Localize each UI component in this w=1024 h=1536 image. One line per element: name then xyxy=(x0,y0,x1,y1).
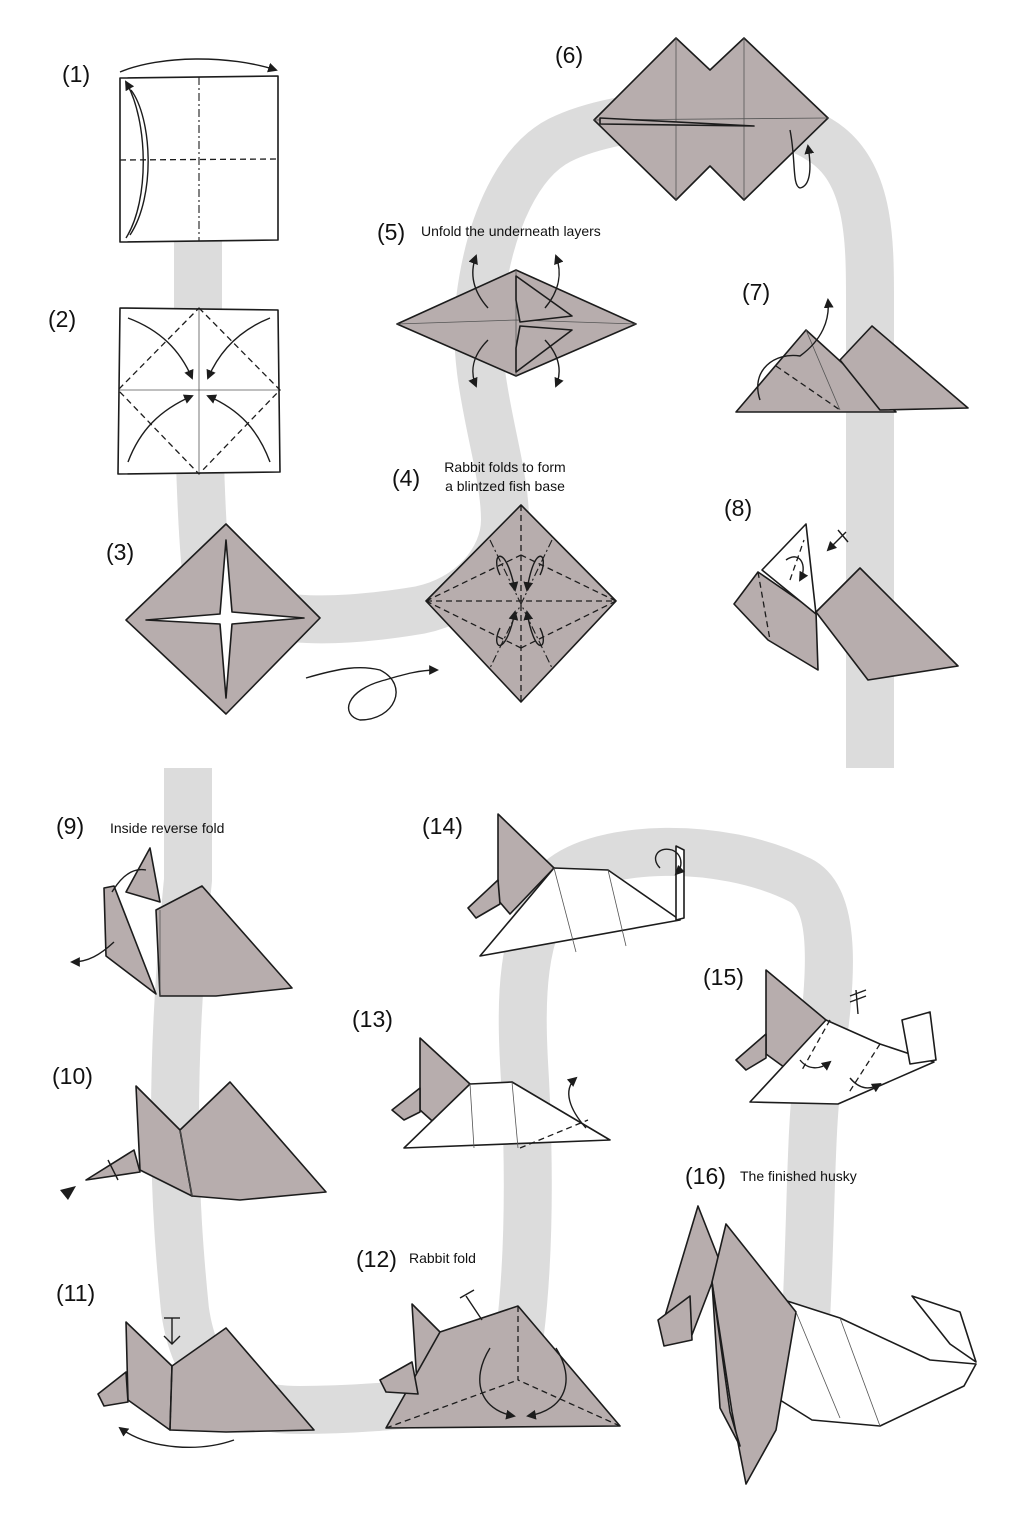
step-16-number: (16) xyxy=(685,1163,726,1189)
step-13-figure xyxy=(391,1037,611,1149)
step-9-caption: Inside reverse fold xyxy=(110,820,224,836)
step-7-figure xyxy=(735,298,969,413)
step-5-number: (5) xyxy=(377,219,405,245)
step-1-figure xyxy=(119,58,279,243)
step-2-figure xyxy=(117,307,281,475)
step-16-figure xyxy=(657,1205,977,1485)
step-10-figure xyxy=(60,1081,327,1201)
step-10-number: (10) xyxy=(52,1063,93,1089)
step-15-figure xyxy=(735,969,937,1105)
step-9-number: (9) xyxy=(56,813,84,839)
step-8-number: (8) xyxy=(724,495,752,521)
step-7-number: (7) xyxy=(742,279,770,305)
path-band-bottom xyxy=(151,768,853,1434)
step-4-caption-line-1: Rabbit folds to form xyxy=(444,459,565,475)
step-12-caption: Rabbit fold xyxy=(409,1250,476,1266)
step-14-number: (14) xyxy=(422,813,463,839)
step-5-caption: Unfold the underneath layers xyxy=(421,223,601,239)
step-15-number: (15) xyxy=(703,964,744,990)
step-12-figure xyxy=(379,1289,621,1429)
step-14-figure xyxy=(467,813,686,957)
step-11-number: (11) xyxy=(56,1280,95,1306)
step-9-figure xyxy=(70,847,293,997)
step-16-caption: The finished husky xyxy=(740,1168,857,1184)
step-4-figure xyxy=(425,504,617,703)
step-13-number: (13) xyxy=(352,1006,393,1032)
step-12-number: (12) xyxy=(356,1246,397,1272)
step-8-figure xyxy=(733,523,959,681)
step-6-figure xyxy=(593,37,829,201)
step-3-number: (3) xyxy=(106,539,134,565)
step-11-figure xyxy=(97,1317,315,1448)
step-3-figure xyxy=(125,523,439,721)
step-4-caption-line-2: a blintzed fish base xyxy=(445,478,565,494)
step-4-number: (4) xyxy=(392,465,420,491)
step-1-number: (1) xyxy=(62,61,90,87)
step-2-number: (2) xyxy=(48,306,76,332)
step-6-number: (6) xyxy=(555,42,583,68)
step-5-figure xyxy=(396,254,637,388)
